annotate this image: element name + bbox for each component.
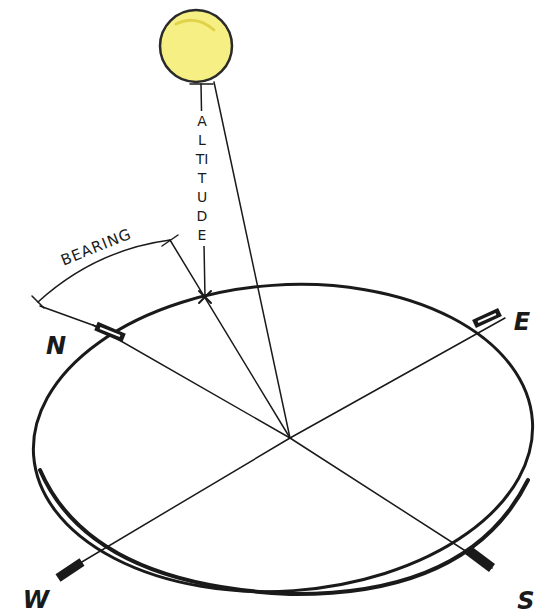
south-marker: [468, 550, 492, 568]
west-marker: [58, 562, 82, 578]
east-marker: [474, 312, 500, 324]
south-axis: [290, 438, 492, 568]
north-marker-shine: [100, 328, 120, 336]
north-leader: [40, 306, 98, 327]
west-axis: [60, 438, 290, 575]
sun-shade: [176, 20, 214, 30]
sun-ray: [214, 82, 290, 438]
angle-label: ALTITUDE: [194, 111, 210, 246]
east-axis: [290, 318, 505, 438]
compass-point: W: [23, 588, 49, 612]
bearing-line: [170, 240, 290, 438]
north-axis: [93, 325, 290, 438]
compass-point: N: [46, 334, 66, 358]
compass-point: E: [514, 310, 530, 334]
disk-rim: [40, 470, 528, 594]
north-marker: [96, 326, 124, 338]
sun: [160, 10, 232, 82]
compass-point: S: [517, 589, 534, 613]
horizon-disk: [23, 268, 541, 608]
altitude-tick: [190, 83, 213, 85]
east-marker-shine: [478, 314, 496, 322]
